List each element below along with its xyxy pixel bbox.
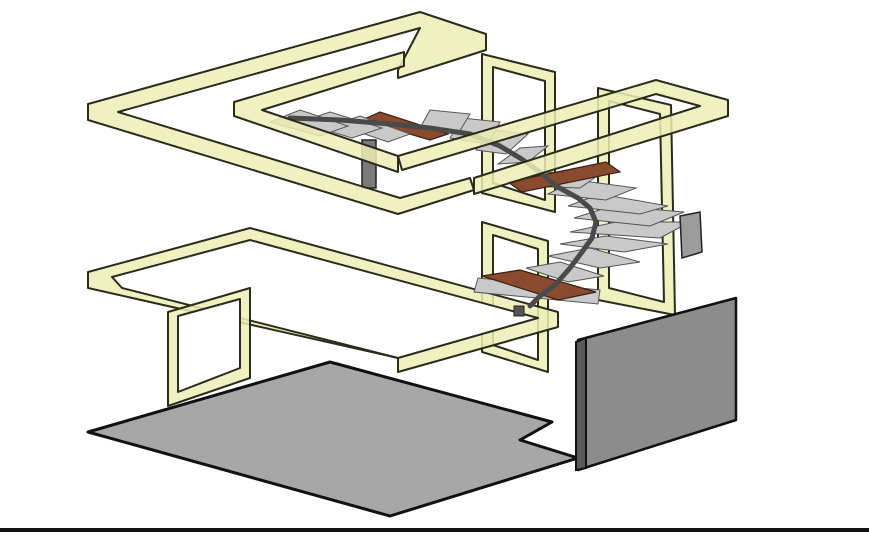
upper-slab-frame <box>87 11 487 215</box>
floor-slab <box>86 360 580 518</box>
stair-tread <box>547 247 641 269</box>
left-post-frame <box>167 287 251 407</box>
stair-tread <box>481 269 597 301</box>
upper-right-frame <box>397 79 729 195</box>
baseline-rule <box>0 528 869 532</box>
upper-inner-frame <box>233 51 405 173</box>
side-wall <box>575 296 738 472</box>
stair-tread <box>573 205 685 227</box>
spiral-stair <box>268 109 703 317</box>
stair-support-block <box>679 211 703 259</box>
stair-anchor <box>513 305 525 317</box>
stair-stringer <box>287 115 599 309</box>
upper-landing <box>506 161 622 193</box>
lower-slab-frame <box>87 227 559 373</box>
